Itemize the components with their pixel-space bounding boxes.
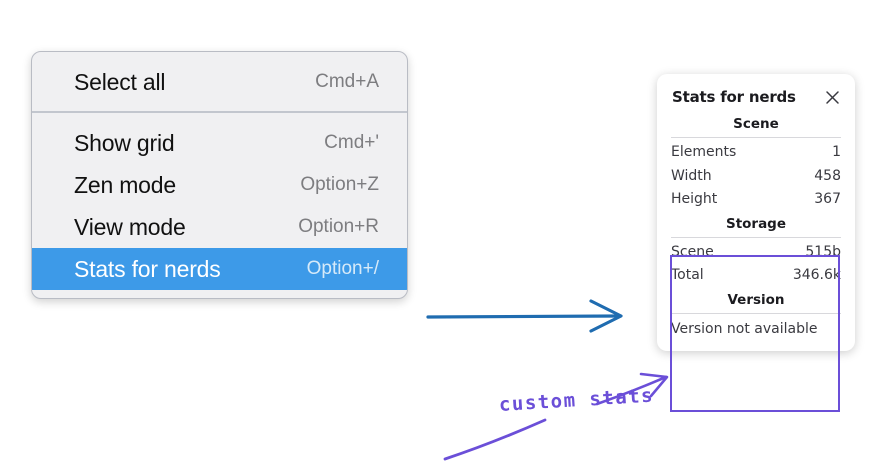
stat-value: 458 [814, 167, 841, 184]
stat-row-width: Width 458 [670, 165, 842, 189]
custom-stats-annotation-label: custom stats [498, 384, 655, 416]
divider [671, 312, 841, 314]
menu-section-1: Select all Cmd+A [32, 52, 407, 111]
version-status-text: Version not available [671, 320, 818, 337]
stats-section-heading-storage: Storage [725, 215, 787, 232]
stat-key: Total [671, 267, 704, 283]
stat-key: Scene [671, 243, 714, 260]
menu-item-label: View mode [74, 213, 186, 240]
stat-value: 1 [832, 144, 841, 160]
stat-key: Height [671, 191, 718, 207]
menu-item-label: Stats for nerds [74, 255, 221, 282]
divider [671, 137, 841, 138]
stat-value: 515b [805, 243, 841, 260]
stats-panel-title: Stats for nerds [672, 88, 796, 106]
stat-row-elements: Elements 1 [670, 141, 842, 165]
menu-section-2: Show grid Cmd+' Zen mode Option+Z View m… [32, 111, 407, 298]
menu-item-select-all[interactable]: Select all Cmd+A [32, 61, 407, 103]
stat-value: 346.6k [792, 267, 841, 283]
menu-item-stats-for-nerds[interactable]: Stats for nerds Option+/ [32, 248, 407, 290]
stats-section-heading-scene: Scene [733, 116, 779, 132]
stat-row-height: Height 367 [670, 188, 842, 212]
stat-value: 367 [814, 191, 841, 207]
context-menu: Select all Cmd+A Show grid Cmd+' Zen mod… [31, 51, 408, 299]
menu-item-shortcut: Option+Z [300, 174, 379, 195]
menu-item-shortcut: Cmd+A [315, 71, 379, 92]
stat-key: Elements [671, 144, 737, 160]
close-icon[interactable] [824, 89, 841, 106]
stat-key: Width [671, 167, 712, 184]
menu-item-view-mode[interactable]: View mode Option+R [32, 206, 407, 248]
stats-section-heading-version: Version [727, 291, 785, 308]
menu-item-zen-mode[interactable]: Zen mode Option+Z [32, 164, 407, 206]
menu-item-label: Show grid [74, 129, 175, 156]
menu-item-shortcut: Option+/ [306, 258, 379, 279]
menu-item-label: Zen mode [74, 171, 176, 198]
blue-arrow-icon [426, 299, 623, 333]
divider [671, 236, 841, 238]
menu-item-label: Select all [74, 68, 166, 95]
stats-panel-header: Stats for nerds [657, 74, 855, 112]
stats-for-nerds-panel: Stats for nerds Scene Elements 1 Width 4… [657, 74, 855, 351]
purple-underline-icon [443, 418, 547, 461]
menu-item-shortcut: Cmd+' [324, 132, 379, 153]
stat-row-storage-scene: Scene 515b [670, 241, 842, 265]
menu-item-shortcut: Option+R [298, 216, 379, 237]
menu-item-show-grid[interactable]: Show grid Cmd+' [32, 122, 407, 164]
stat-row-storage-total: Total 346.6k [670, 264, 842, 288]
stats-panel-body: Scene Elements 1 Width 458 Height 367 St… [657, 112, 855, 339]
